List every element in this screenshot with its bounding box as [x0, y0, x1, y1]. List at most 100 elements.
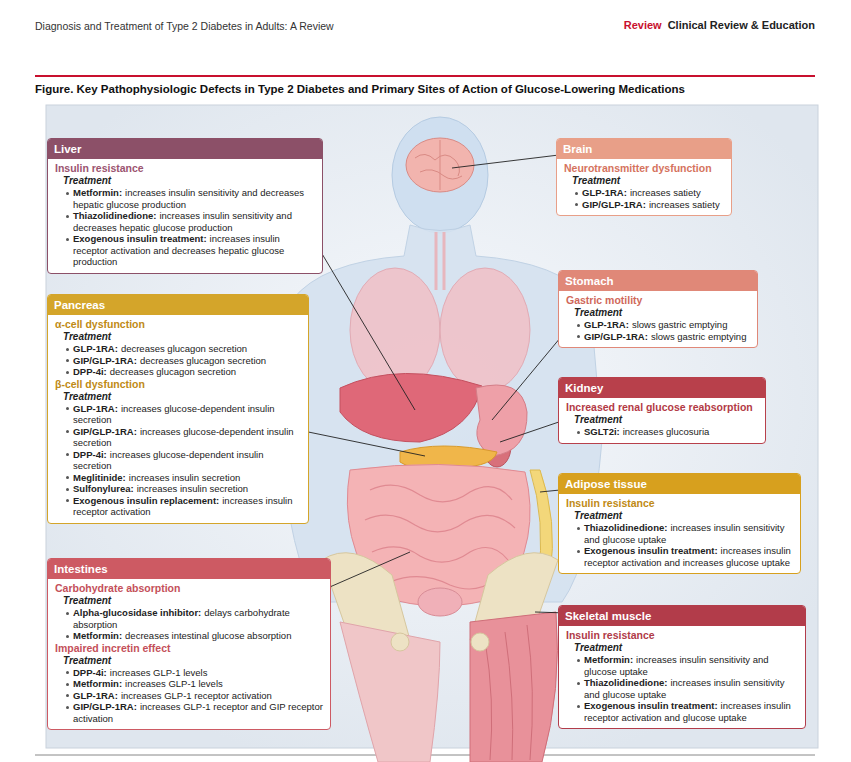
bullet-dot: [66, 683, 69, 686]
drug-action: increases insulin secretion: [137, 483, 248, 494]
bullet-dot: [66, 371, 69, 374]
stomach: [476, 385, 527, 456]
panel-body: Gastric motilityTreatmentGLP-1RA:slows g…: [559, 291, 757, 347]
drug-bullet: GIP/GLP-1RA:increases glucose-dependent …: [55, 426, 302, 449]
drug-name: Metformin:: [73, 678, 122, 689]
brain: [406, 138, 474, 192]
drug-name: GLP-1RA:: [73, 403, 118, 414]
drug-bullet: Alpha-glucosidase inhibitor:delays carbo…: [55, 607, 324, 630]
bullet-dot: [575, 192, 578, 195]
defect-title: Increased renal glucose reabsorption: [566, 401, 759, 414]
treatment-label: Treatment: [55, 655, 324, 667]
defect-title: Gastric motility: [566, 294, 751, 307]
bullet-dot: [66, 407, 69, 410]
panel-body: Increased renal glucose reabsorptionTrea…: [559, 398, 765, 443]
head: [392, 117, 488, 233]
drug-bullet: GIP/GLP-1RA:increases satiety: [564, 199, 725, 211]
bullet-dot: [66, 348, 69, 351]
defect-title: α-cell dysfunction: [55, 318, 302, 331]
drug-bullet: Exogenous insulin treatment:increases in…: [55, 233, 316, 268]
defect-title: β-cell dysfunction: [55, 378, 302, 391]
panel-body: Neurotransmitter dysfunctionTreatmentGLP…: [557, 159, 731, 215]
organ-panel: Skeletal muscleInsulin resistanceTreatme…: [558, 605, 806, 729]
bullet-dot: [66, 359, 69, 362]
drug-name: Sulfonylurea:: [73, 483, 134, 494]
treatment-label: Treatment: [566, 307, 751, 319]
panel-body: Insulin resistanceTreatmentMetformin:inc…: [48, 159, 322, 273]
bullet-dot: [577, 324, 580, 327]
drug-name: Alpha-glucosidase inhibitor:: [73, 607, 201, 618]
drug-bullet: GLP-1RA:increases satiety: [564, 187, 725, 199]
running-head: Diagnosis and Treatment of Type 2 Diabet…: [35, 20, 334, 32]
organ-panel: LiverInsulin resistanceTreatmentMetformi…: [47, 138, 323, 274]
drug-bullet: GLP-1RA:increases GLP-1 receptor activat…: [55, 690, 324, 702]
treatment-label: Treatment: [55, 391, 302, 403]
drug-bullet: Meglitinide:increases insulin secretion: [55, 472, 302, 484]
bullet-dot: [575, 203, 578, 206]
bullet-dot: [66, 694, 69, 697]
bullet-dot: [66, 192, 69, 195]
drug-name: GIP/GLP-1RA:: [582, 199, 646, 210]
panel-heading: Kidney: [559, 378, 765, 398]
panel-body: Insulin resistanceTreatmentThiazolidined…: [559, 494, 800, 573]
drug-name: SGLT2i:: [584, 426, 620, 437]
bullet-dot: [577, 705, 580, 708]
thigh: [340, 622, 440, 762]
drug-action: slows gastric emptying: [632, 319, 728, 330]
panel-body: α-cell dysfunctionTreatmentGLP-1RA:decre…: [48, 315, 308, 523]
treatment-label: Treatment: [566, 642, 799, 654]
brain-gyri: [415, 140, 462, 190]
defect-title: Impaired incretin effect: [55, 642, 324, 655]
bullet-dot: [577, 335, 580, 338]
bullet-dot: [66, 706, 69, 709]
drug-action: decreases glucagon secretion: [110, 366, 236, 377]
drug-action: increases satiety: [630, 187, 701, 198]
bullet-dot: [577, 682, 580, 685]
drug-bullet: Exogenous insulin treatment:increases in…: [566, 700, 799, 723]
running-head-right: ReviewClinical Review & Education: [624, 19, 815, 31]
defect-title: Insulin resistance: [55, 162, 316, 175]
treatment-label: Treatment: [564, 175, 725, 187]
section-label: Review: [624, 19, 662, 31]
bullet-dot: [66, 635, 69, 638]
treatment-label: Treatment: [55, 175, 316, 187]
defect-title: Insulin resistance: [566, 629, 799, 642]
trachea: [436, 232, 444, 290]
drug-bullet: GLP-1RA:slows gastric emptying: [566, 319, 751, 331]
bullet-dot: [66, 238, 69, 241]
femur-head: [391, 633, 409, 651]
drug-name: Exogenous insulin replacement:: [73, 495, 219, 506]
defect-title: Neurotransmitter dysfunction: [564, 162, 725, 175]
defect-title: Insulin resistance: [566, 497, 794, 510]
panel-heading: Brain: [557, 139, 731, 159]
drug-bullet: Metformin:increases insulin sensitivity …: [55, 187, 316, 210]
defect-title: Carbohydrate absorption: [55, 582, 324, 595]
bullet-dot: [66, 430, 69, 433]
panel-heading: Intestines: [48, 559, 330, 579]
panel-heading: Stomach: [559, 271, 757, 291]
drug-bullet: Metformin:increases GLP-1 levels: [55, 678, 324, 690]
drug-name: GLP-1RA:: [73, 343, 118, 354]
panel-body: Insulin resistanceTreatmentMetformin:inc…: [559, 626, 805, 728]
drug-name: Exogenous insulin treatment:: [584, 545, 718, 556]
muscle-fibers: [485, 625, 532, 760]
drug-name: Metformin:: [584, 654, 633, 665]
drug-action: increases glucosuria: [623, 426, 710, 437]
drug-action: slows gastric emptying: [651, 331, 747, 342]
drug-name: GIP/GLP-1RA:: [73, 355, 137, 366]
drug-bullet: Sulfonylurea:increases insulin secretion: [55, 483, 302, 495]
organ-panel: Adipose tissueInsulin resistanceTreatmen…: [558, 473, 801, 574]
bullet-dot: [577, 431, 580, 434]
liver: [340, 373, 482, 442]
drug-name: GLP-1RA:: [73, 690, 118, 701]
drug-bullet: GLP-1RA:decreases glucagon secretion: [55, 343, 302, 355]
drug-bullet: Metformin:increases insulin sensitivity …: [566, 654, 799, 677]
bullet-dot: [66, 453, 69, 456]
bullet-dot: [66, 488, 69, 491]
drug-name: DPP-4i:: [73, 366, 107, 377]
drug-bullet: DPP-4i:increases glucose-dependent insul…: [55, 449, 302, 472]
lung: [440, 268, 530, 392]
organ-panel: Pancreasα-cell dysfunctionTreatmentGLP-1…: [47, 294, 309, 524]
drug-bullet: DPP-4i:decreases glucagon secretion: [55, 366, 302, 378]
organ-panel: KidneyIncreased renal glucose reabsorpti…: [558, 377, 766, 444]
